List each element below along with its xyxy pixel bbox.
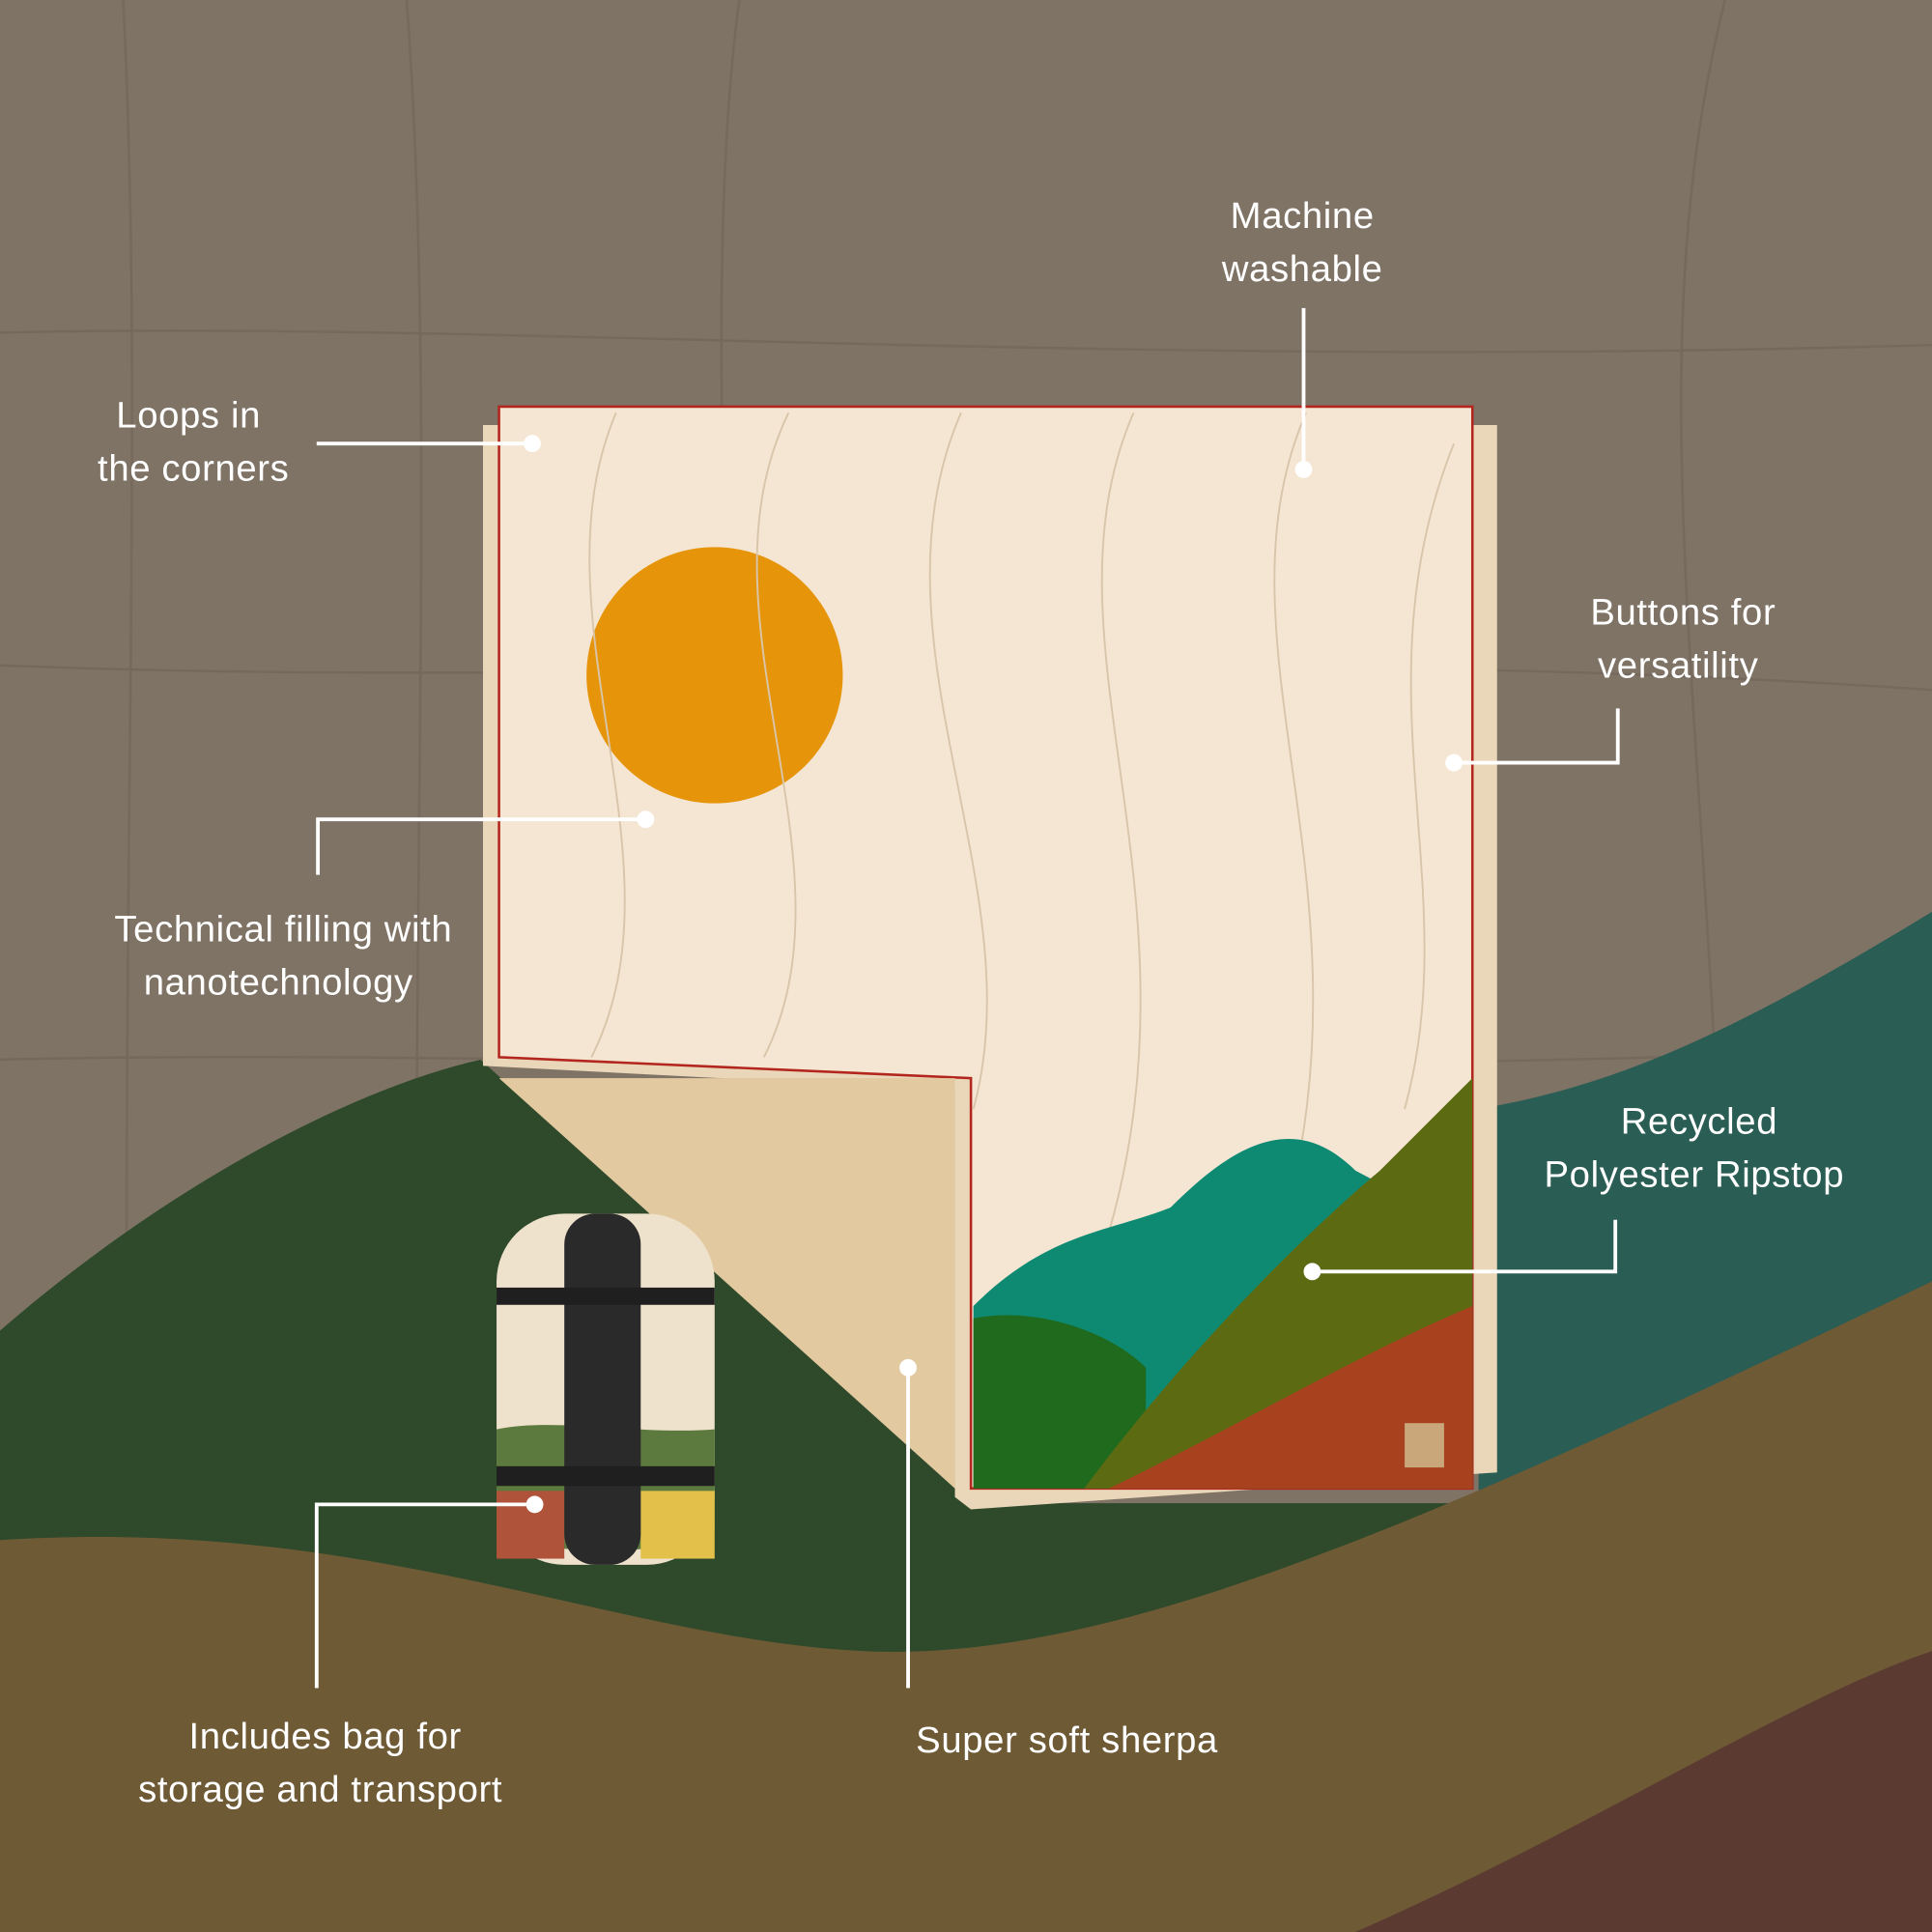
callout-buttons-line1: Buttons for [1590, 592, 1776, 634]
svg-text:Recycled: Recycled [1621, 1100, 1777, 1142]
callout-dot [899, 1358, 917, 1377]
mountain-rust [1108, 1306, 1473, 1489]
hill-olive [0, 1281, 1932, 1932]
callout-sherpa-line1: Super soft sherpa [916, 1719, 1218, 1761]
callout-filling-line2: nanotechnology [144, 961, 413, 1003]
mountain-green [973, 1315, 1147, 1489]
svg-text:nanotechnology: nanotechnology [144, 961, 413, 1003]
svg-text:Technical filling with: Technical filling with [114, 908, 452, 950]
callout-washable-line1: Machine [1231, 195, 1375, 237]
callout-buttons: Buttons for versatility [1445, 592, 1776, 772]
svg-text:Buttons for: Buttons for [1590, 592, 1776, 634]
svg-text:storage and transport: storage and transport [138, 1769, 502, 1810]
callout-dot [526, 1495, 544, 1514]
svg-text:Polyester Ripstop: Polyester Ripstop [1545, 1153, 1845, 1195]
callout-washable: Machine washable [1221, 195, 1383, 478]
svg-text:washable: washable [1221, 248, 1383, 290]
hill-maroon [1355, 1651, 1932, 1932]
callout-loops-line2: the corners [98, 447, 289, 489]
callout-dot [524, 435, 541, 453]
svg-text:versatility: versatility [1598, 645, 1759, 687]
svg-text:Super soft sherpa: Super soft sherpa [916, 1719, 1218, 1761]
storage-bag [497, 1213, 715, 1565]
callout-filling-line1: Technical filling with [114, 908, 452, 950]
brand-label [1405, 1423, 1444, 1468]
callout-dot [1294, 461, 1313, 478]
svg-text:the corners: the corners [98, 447, 289, 489]
callout-filling: Technical filling with nanotechnology [114, 810, 655, 1003]
callout-loops-line1: Loops in [116, 395, 261, 437]
blanket-quilting [588, 412, 1455, 1233]
callout-loops: Loops in the corners [98, 395, 541, 489]
callout-bag-line1: Includes bag for [189, 1716, 462, 1757]
sun-graphic [586, 547, 843, 804]
callout-sherpa: Super soft sherpa [899, 1358, 1218, 1761]
svg-text:Loops in: Loops in [116, 395, 261, 437]
svg-text:Machine: Machine [1231, 195, 1375, 237]
callout-ripstop-line2: Polyester Ripstop [1545, 1153, 1845, 1195]
callout-dot [1303, 1263, 1321, 1281]
callout-bag: Includes bag for storage and transport [138, 1495, 544, 1810]
callout-dot [1445, 753, 1463, 772]
sherpa-panel [498, 1078, 955, 1489]
callout-dot [637, 810, 655, 829]
svg-text:Includes bag for: Includes bag for [189, 1716, 462, 1757]
blanket [483, 405, 1497, 1510]
callout-ripstop-line1: Recycled [1621, 1100, 1777, 1142]
callout-washable-line2: washable [1221, 248, 1383, 290]
callout-ripstop: Recycled Polyester Ripstop [1303, 1100, 1845, 1281]
callout-buttons-line2: versatility [1598, 645, 1759, 687]
callout-bag-line2: storage and transport [138, 1769, 502, 1810]
